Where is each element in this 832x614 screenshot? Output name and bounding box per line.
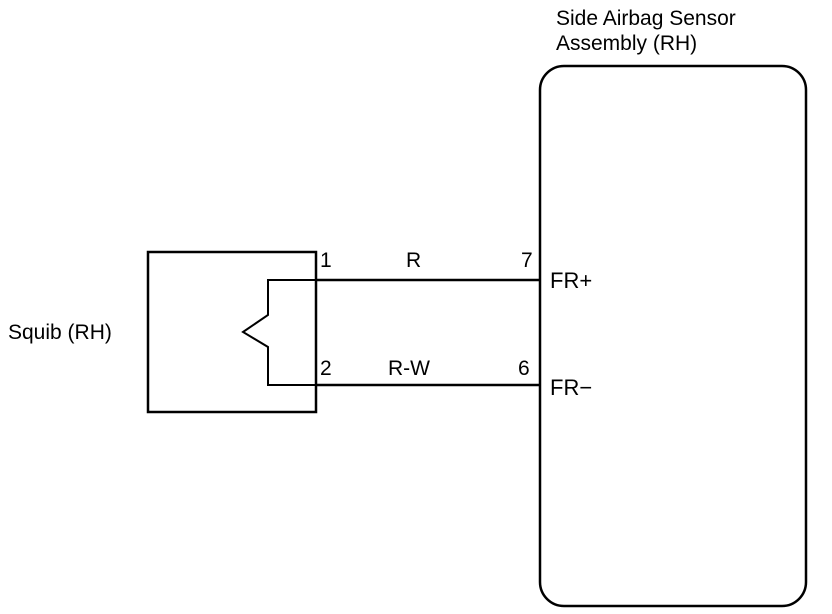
squib-pin-1: 1	[320, 249, 332, 272]
squib-label: Squib (RH)	[8, 321, 112, 344]
wire-color-r-w: R-W	[388, 357, 430, 380]
wire-color-r: R	[406, 249, 422, 272]
sensor-title-line2: Assembly (RH)	[556, 32, 698, 55]
sensor-title: Side Airbag Sensor Assembly (RH)	[556, 6, 736, 56]
sensor-pin-6: 6	[518, 357, 530, 380]
sensor-title-line1: Side Airbag Sensor	[556, 7, 736, 30]
squib-box	[146, 250, 318, 414]
squib-element-symbol	[241, 279, 316, 386]
squib-pin-2: 2	[320, 357, 332, 380]
sensor-pin-7: 7	[521, 249, 533, 272]
sensor-assembly-box	[538, 64, 808, 608]
terminal-fr-plus: FR+	[550, 268, 593, 293]
terminal-fr-minus: FR−	[550, 375, 593, 400]
